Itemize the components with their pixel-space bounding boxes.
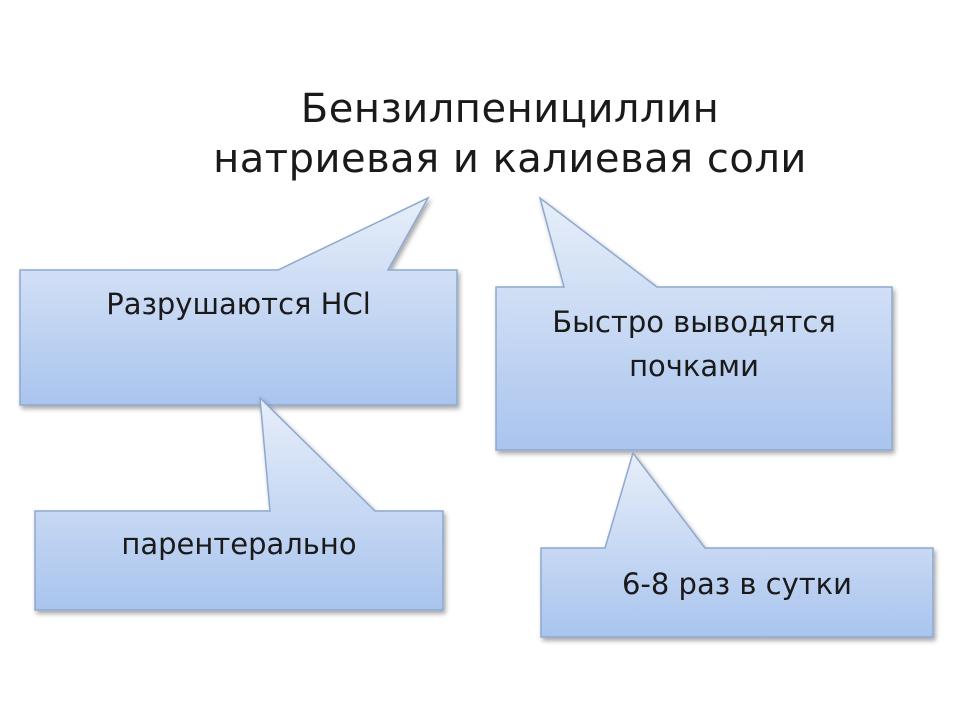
- title-line-1: Бензилпенициллин: [300, 86, 720, 132]
- callout-hcl-text: Разрушаются HCl: [106, 287, 371, 321]
- callout-hcl-shape: [19, 196, 458, 406]
- callout-kidneys-shape: [495, 196, 893, 451]
- callout-frequency-shape: [540, 451, 934, 638]
- callout-parenteral-shape: [34, 396, 444, 611]
- callout-kidneys-text: Быстро выводятся почками: [496, 300, 892, 388]
- callout-kidneys-line-1: Быстро выводятся: [552, 305, 836, 339]
- title-line-2: натриевая и калиевая соли: [213, 136, 807, 182]
- callout-frequency-text: 6-8 раз в сутки: [621, 567, 853, 601]
- slide-title: Бензилпенициллин натриевая и калиевая со…: [140, 84, 880, 184]
- callout-parenteral-text: парентерально: [121, 527, 357, 561]
- callout-kidneys-line-2: почками: [629, 349, 759, 383]
